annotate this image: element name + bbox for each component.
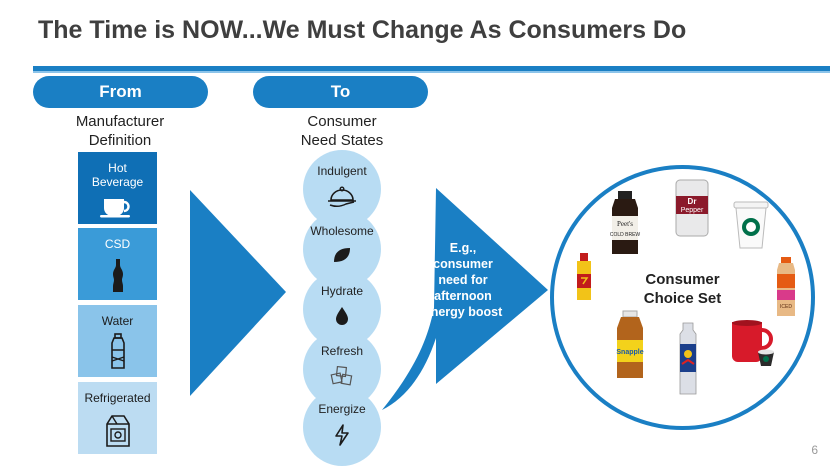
iced-label: ICED [780,304,792,310]
box-label-line: CSD [104,237,131,251]
starbucks-cup [733,201,769,249]
to-heading-line-1: Consumer [307,113,377,130]
keurig-mug-and-pod [732,320,774,366]
milk-carton-icon [78,414,157,448]
leaf-icon [303,246,381,264]
red-bull-can [679,322,697,395]
box-label-line: Beverage [91,175,144,189]
need-state-label: Refresh [320,344,364,358]
lightning-bolt-icon [303,424,381,446]
choice-set-label: Consumer Choice Set [620,270,745,308]
snapple-bottle: Snapple [616,310,644,378]
cold-brew-label: COLD BREW [610,232,641,238]
soda-bottle-icon [78,258,157,294]
water-bottle-icon [78,333,157,371]
box-csd: CSD [78,228,157,300]
callout-line: consumer [433,257,493,271]
to-pill: To [253,76,428,108]
choice-set-label-line: Choice Set [643,290,722,307]
box-refrigerated: Refrigerated [78,382,157,454]
title-rule-light [33,71,830,73]
box-label-line: Hot [108,161,127,175]
dunkin-iced-coffee-bottle: ICED [777,257,795,316]
choice-set-label-line: Consumer [645,271,720,288]
callout-arrow [382,188,548,410]
ice-cubes-icon [303,366,381,388]
peets-cold-brew-bottle: Peet's COLD BREW [610,191,641,254]
box-hot-beverage: Hot Beverage [78,152,157,224]
from-heading-line-2: Definition [88,132,152,149]
peets-label: Peet's [617,220,633,228]
callout-line: energy boost [423,305,503,319]
need-state-label: Energize [318,402,366,416]
callout-line: E.g., [449,241,477,255]
need-state-indulgent: Indulgent [303,150,381,228]
box-label-line: Refrigerated [84,391,151,405]
need-state-label: Wholesome [310,224,374,238]
from-heading-line-1: Manufacturer [75,113,165,130]
coffee-cup-icon [78,196,157,218]
box-water: Water [78,305,157,377]
page-number: 6 [811,443,818,457]
from-heading: Manufacturer Definition [50,112,190,150]
5-hour-energy-shot [577,253,591,300]
callout-line: need for [438,273,488,287]
callout-line: afternoon [434,289,492,303]
need-state-label: Indulgent [317,164,367,178]
snapple-label: Snapple [616,349,643,356]
title-rule [33,66,830,71]
need-state-label: Hydrate [320,284,364,298]
slide-title: The Time is NOW...We Must Change As Cons… [38,16,687,44]
pepper-label: Pepper [681,207,704,214]
dr-pepper-can: Dr Pepper [675,179,709,237]
cloche-icon [303,186,381,208]
to-heading-line-2: Need States [300,132,384,149]
box-label-line: Water [101,314,134,328]
to-heading: Consumer Need States [272,112,412,150]
need-state-energize: Energize [303,388,381,466]
water-drop-icon [303,306,381,326]
dr-label: Dr [688,197,697,206]
callout-text: E.g., consumer need for afternoon energy… [418,240,508,320]
from-pill: From [33,76,208,108]
transition-arrow [190,190,286,396]
